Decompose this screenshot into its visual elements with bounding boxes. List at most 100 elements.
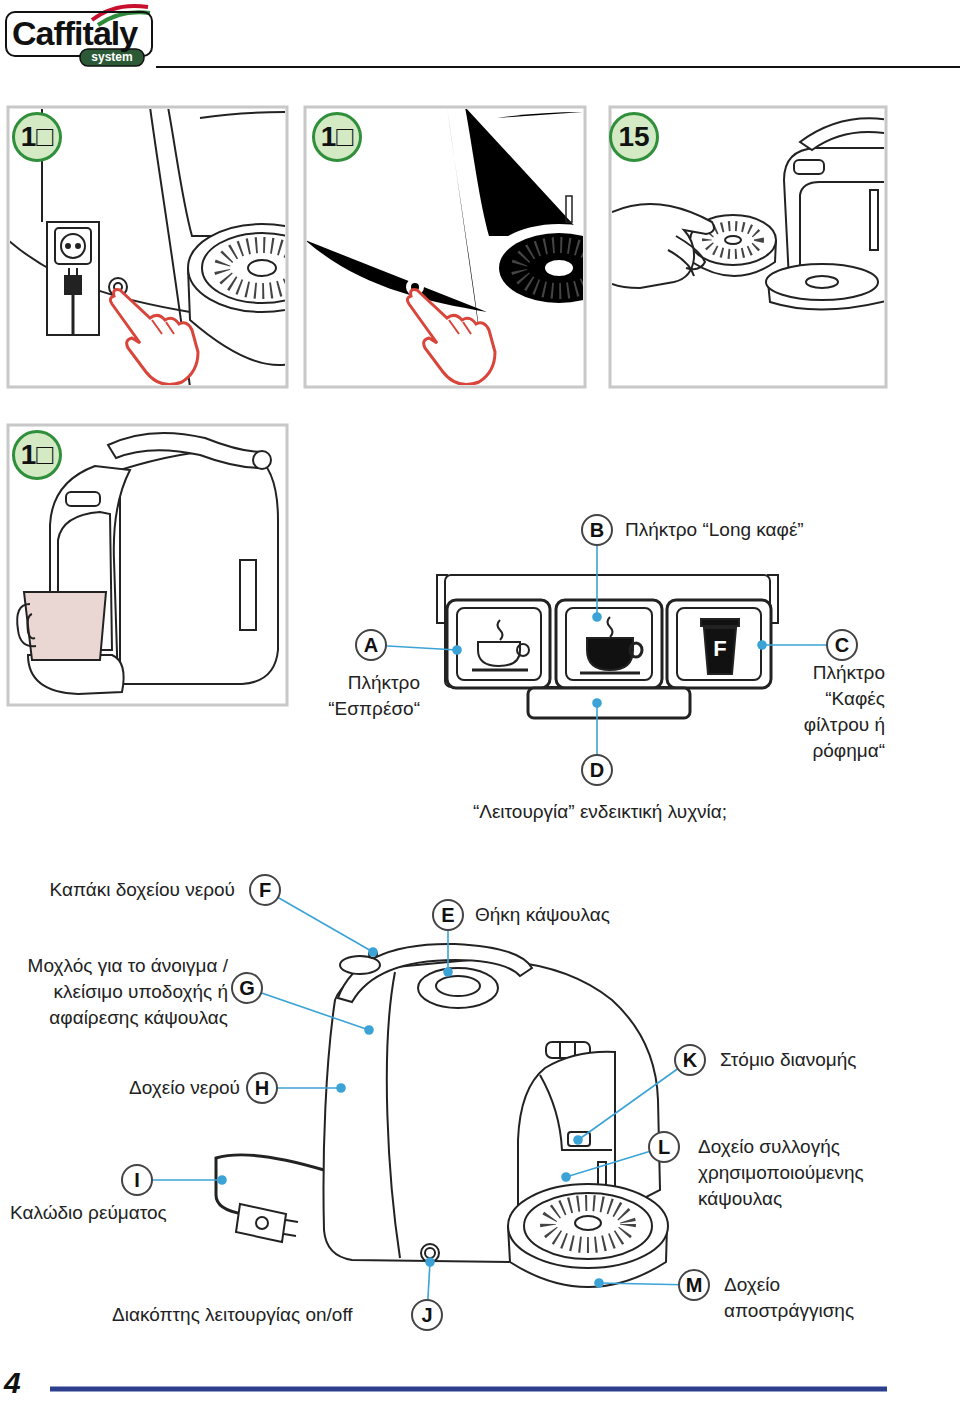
part-label: “Λειτουργία” ενδεικτική λυχνία; xyxy=(430,799,770,825)
step-illustration xyxy=(10,109,285,385)
art-ellipse xyxy=(725,236,741,244)
logo-subtitle: system xyxy=(82,50,142,65)
callout-letter: J xyxy=(421,1304,432,1326)
art-rect xyxy=(447,600,550,688)
art-rect xyxy=(66,492,100,506)
step-number-circle: 15 xyxy=(609,112,659,162)
art-circle xyxy=(218,1176,226,1184)
art-ellipse xyxy=(418,968,498,1008)
art-circle xyxy=(369,948,377,956)
art-rect xyxy=(566,608,652,680)
callout-letter: C xyxy=(835,634,849,656)
callout-letter: K xyxy=(683,1049,697,1071)
callout-letter: E xyxy=(441,904,454,926)
logo xyxy=(6,6,152,66)
art-path xyxy=(108,433,262,468)
step-number: 15 xyxy=(618,122,649,153)
art-path xyxy=(387,972,400,1258)
art-path xyxy=(540,1075,612,1150)
callout-letter: B xyxy=(590,519,604,541)
art-rect xyxy=(677,608,761,680)
art-ellipse xyxy=(575,1216,601,1230)
art-circle xyxy=(595,1279,603,1287)
art-rect xyxy=(240,560,256,630)
art-circle xyxy=(425,1248,435,1258)
step-number-circle: 1□ xyxy=(12,112,62,162)
callout-letter: F xyxy=(259,879,271,901)
footer-rule xyxy=(50,1387,887,1392)
art-rect xyxy=(8,425,287,705)
part-label: Πλήκτρο “Εσπρέσο“ xyxy=(296,670,420,722)
part-label: Καλώδιο ρεύματος xyxy=(10,1200,220,1226)
art-circle xyxy=(574,1136,582,1144)
art-path xyxy=(216,1155,324,1214)
art-rect xyxy=(6,12,152,56)
step-number-circle: 1□ xyxy=(12,430,62,480)
art-ellipse xyxy=(707,226,759,254)
part-label: Δοχείο νερού xyxy=(80,1075,240,1101)
art-ellipse xyxy=(222,245,285,291)
art-ellipse xyxy=(202,233,285,303)
art-path xyxy=(608,617,613,637)
art-rect xyxy=(566,196,572,222)
art-path xyxy=(284,1220,298,1236)
art-ellipse xyxy=(436,976,480,996)
part-label: Μοχλός για το άνοιγμα / κλείσιμο υποδοχή… xyxy=(4,953,228,1031)
art-line xyxy=(72,294,75,335)
art-ellipse xyxy=(248,260,276,276)
step-illustration xyxy=(17,433,278,694)
logo-wordmark: Caffitaly xyxy=(12,13,152,53)
art-path xyxy=(612,204,714,288)
art-path xyxy=(478,642,520,666)
art-path xyxy=(676,236,705,269)
art-line xyxy=(265,890,373,952)
art-line xyxy=(559,1043,561,1057)
header-rule xyxy=(156,66,960,68)
art-circle xyxy=(253,451,271,469)
callout-letter: G xyxy=(239,977,255,999)
art-line xyxy=(76,268,78,276)
art-path xyxy=(668,250,694,276)
art-rect xyxy=(667,600,771,688)
callout-letter-circle: B xyxy=(581,514,613,546)
art-circle xyxy=(758,641,766,649)
art-path xyxy=(168,109,285,236)
step-number-circle: 1□ xyxy=(312,112,362,162)
art-ellipse xyxy=(508,1184,668,1268)
art-circle xyxy=(562,1173,570,1181)
part-label: Στόμιο διανομής xyxy=(720,1047,945,1073)
icon-letter: F xyxy=(708,637,732,661)
callout-letter-circle: H xyxy=(246,1072,278,1104)
art-path xyxy=(236,1204,286,1242)
part-label: Πλήκτρο “Καφές φίλτρου ή ρόφημα“ xyxy=(768,660,885,764)
callout-letter-circle: A xyxy=(355,629,387,661)
art-circle xyxy=(76,244,80,248)
art-path xyxy=(152,320,174,334)
art-circle xyxy=(444,968,452,976)
art-circle xyxy=(365,1026,373,1034)
callout-letter-circle: M xyxy=(678,1269,710,1301)
callout-letter: A xyxy=(364,634,378,656)
art-line xyxy=(472,669,528,672)
button-panel xyxy=(437,575,778,718)
art-path xyxy=(17,604,36,646)
art-ellipse xyxy=(766,264,878,300)
socket-icon xyxy=(47,222,99,335)
part-label: Θήκη κάψουλας xyxy=(475,902,695,928)
art-path xyxy=(498,620,503,640)
machine-illustration xyxy=(216,944,668,1287)
callout-letter: D xyxy=(590,759,604,781)
art-use xyxy=(307,109,583,385)
art-rect xyxy=(870,190,878,250)
art-rect xyxy=(794,160,824,174)
art-path xyxy=(120,450,278,684)
art-circle xyxy=(593,613,601,621)
art-path xyxy=(200,112,285,118)
art-rect xyxy=(55,228,91,264)
art-path xyxy=(587,638,633,670)
part-label: Καπάκι δοχείου νερού xyxy=(6,877,235,903)
art-ellipse xyxy=(524,1193,652,1259)
art-path xyxy=(323,960,660,1262)
